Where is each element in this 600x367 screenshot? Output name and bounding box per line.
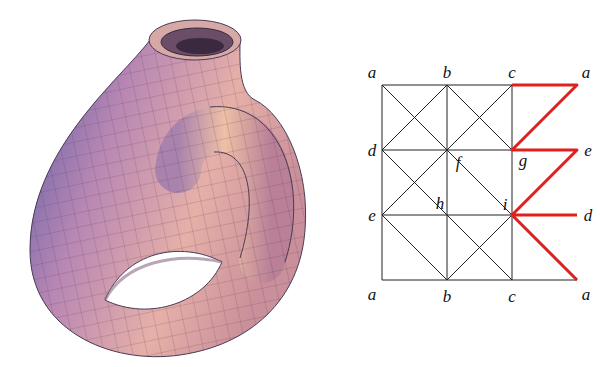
vertex-label: c: [508, 288, 516, 305]
red-zigzag: [512, 85, 577, 280]
vertex-label: a: [582, 286, 591, 303]
vertex-label: b: [443, 64, 452, 81]
vertex-label: i: [503, 196, 508, 213]
vertex-label: d: [368, 142, 377, 159]
vertex-label: e: [584, 142, 592, 159]
vertex-label: g: [519, 152, 528, 169]
vertex-label: h: [436, 195, 445, 212]
vertex-label: e: [368, 207, 376, 224]
vertex-label: a: [368, 286, 377, 303]
vertex-label: c: [508, 64, 516, 81]
vertex-label: f: [456, 154, 461, 171]
vertex-label: b: [443, 288, 452, 305]
vertex-label: d: [584, 207, 593, 224]
vertex-label: a: [368, 64, 377, 81]
vertex-label: a: [582, 64, 591, 81]
